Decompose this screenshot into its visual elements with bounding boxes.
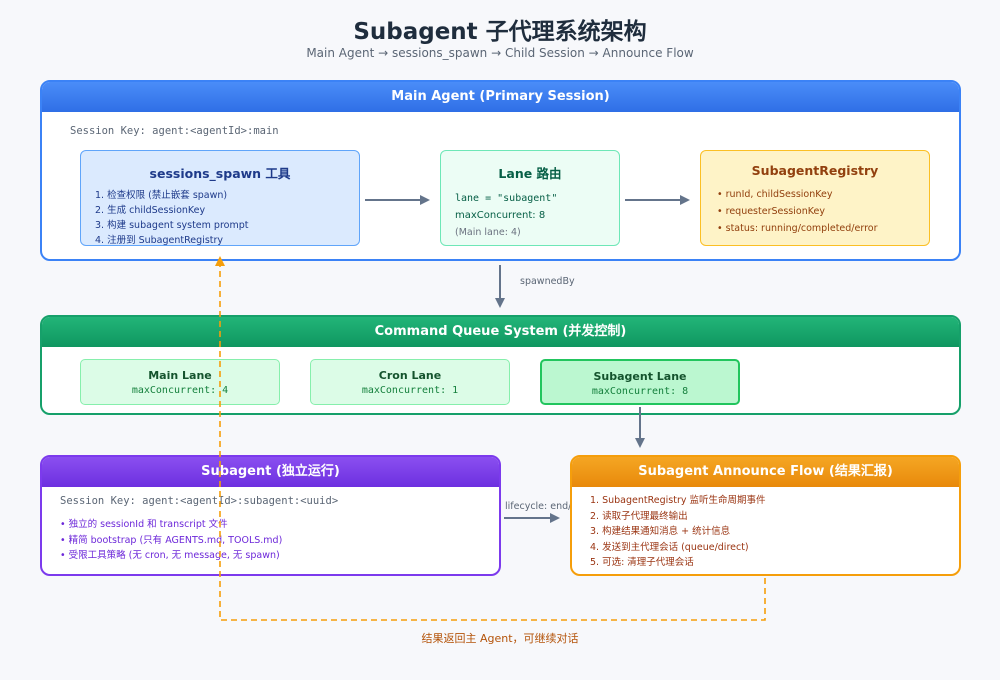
lifecycle-label: lifecycle: end/e: [505, 501, 578, 512]
cron-lane-box: Cron Lane maxConcurrent: 1: [310, 359, 510, 405]
main-lane-name: Main Lane: [148, 369, 212, 382]
spawn-step: 2. 生成 childSessionKey: [95, 205, 206, 216]
command-queue-title: Command Queue System (并发控制): [42, 317, 959, 347]
subagent-title: Subagent (独立运行): [42, 457, 499, 487]
announce-flow-title: Subagent Announce Flow (结果汇报): [572, 457, 959, 487]
announce-step: 2. 读取子代理最终输出: [590, 510, 688, 522]
cron-lane-concurrency: maxConcurrent: 1: [361, 385, 459, 396]
lane-routing-box: Lane 路由 lane = "subagent" maxConcurrent:…: [440, 150, 620, 246]
subagent-feature: • 受限工具策略 (无 cron, 无 message, 无 spawn): [60, 550, 280, 561]
lane-routing-title: Lane 路由: [498, 166, 562, 181]
page-subtitle: Main Agent → sessions_spawn → Child Sess…: [306, 46, 694, 60]
announce-step: 4. 发送到主代理会话 (queue/direct): [590, 541, 749, 553]
registry-field: • requesterSessionKey: [717, 206, 825, 217]
lane-routing-line: lane = "subagent": [455, 193, 558, 204]
subagent-registry-box: SubagentRegistry • runId, childSessionKe…: [700, 150, 930, 246]
subagent-feature: • 精简 bootstrap (只有 AGENTS.md, TOOLS.md): [60, 534, 283, 546]
subagent-session-key: Session Key: agent:<agentId>:subagent:<u…: [60, 495, 339, 507]
registry-field: • status: running/completed/error: [717, 223, 878, 234]
page-title: Subagent 子代理系统架构: [353, 19, 647, 45]
subagent-lane-concurrency: maxConcurrent: 8: [591, 386, 689, 397]
subagent-lane-name: Subagent Lane: [593, 370, 687, 383]
spawn-step: 4. 注册到 SubagentRegistry: [95, 235, 224, 246]
return-flow-label: 结果返回主 Agent，可继续对话: [421, 632, 579, 645]
lane-routing-line: maxConcurrent: 8: [455, 210, 546, 221]
sessions-spawn-title: sessions_spawn 工具: [149, 166, 291, 181]
cron-lane-name: Cron Lane: [378, 369, 442, 382]
announce-step: 1. SubagentRegistry 监听生命周期事件: [590, 495, 766, 506]
subagent-lane-box: Subagent Lane maxConcurrent: 8: [540, 359, 740, 405]
spawned-by-label: spawnedBy: [520, 276, 575, 287]
announce-step: 3. 构建结果通知消息 + 统计信息: [590, 526, 731, 537]
announce-steps: 1. SubagentRegistry 监听生命周期事件 2. 读取子代理最终输…: [590, 493, 766, 571]
main-lane-concurrency: maxConcurrent: 4: [131, 385, 229, 396]
subagent-feature: • 独立的 sessionId 和 transcript 文件: [60, 519, 228, 530]
spawn-step: 1. 检查权限 (禁止嵌套 spawn): [95, 190, 228, 201]
announce-step: 5. 可选: 清理子代理会话: [590, 557, 694, 568]
registry-field: • runId, childSessionKey: [717, 189, 833, 200]
lane-routing-line: (Main lane: 4): [455, 227, 521, 238]
main-session-key: Session Key: agent:<agentId>:main: [70, 125, 279, 137]
spawn-step: 3. 构建 subagent system prompt: [95, 220, 249, 231]
sessions-spawn-box: sessions_spawn 工具 1. 检查权限 (禁止嵌套 spawn) 2…: [80, 150, 360, 246]
subagent-registry-title: SubagentRegistry: [751, 163, 879, 178]
subagent-features: • 独立的 sessionId 和 transcript 文件 • 精简 boo…: [60, 517, 282, 564]
main-lane-box: Main Lane maxConcurrent: 4: [80, 359, 280, 405]
main-agent-title: Main Agent (Primary Session): [42, 82, 959, 112]
